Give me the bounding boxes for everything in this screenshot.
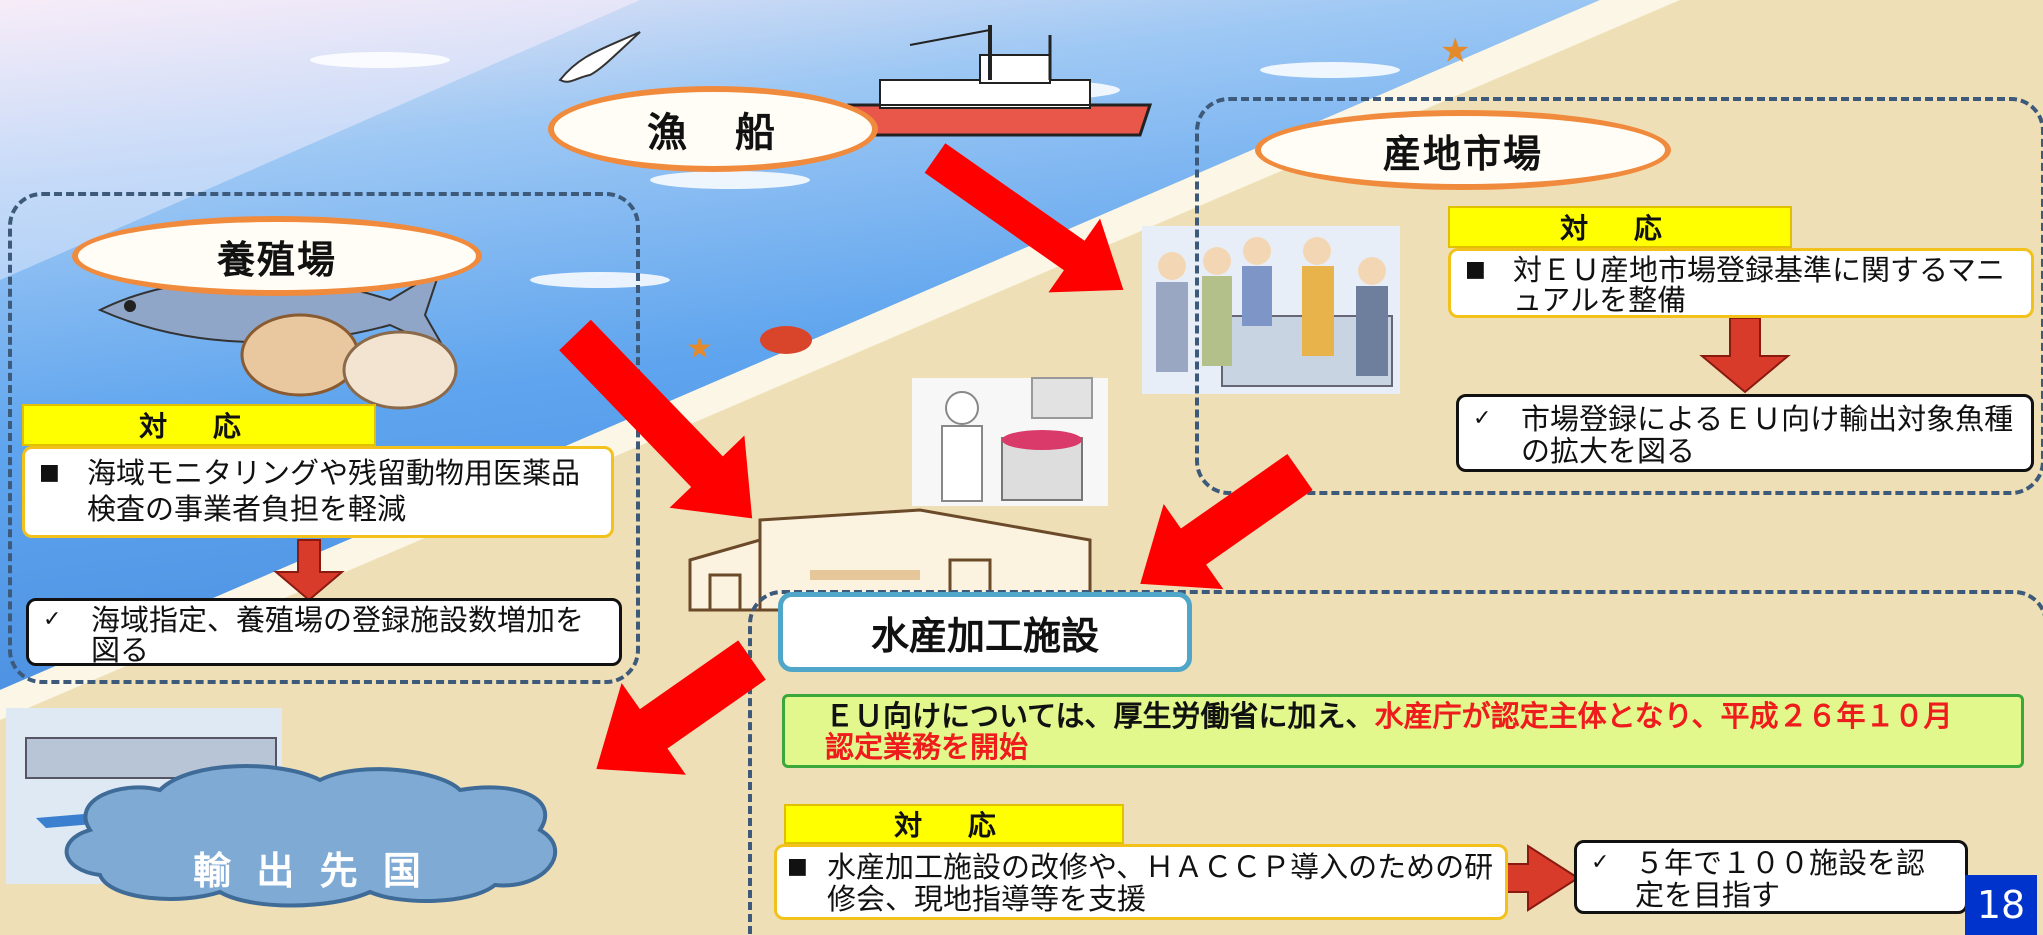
crab-icon [760, 326, 812, 354]
arrow-down-aquaculture [273, 539, 345, 602]
aquaculture-region [8, 192, 640, 684]
starfish-icon: ★ [1440, 31, 1470, 71]
processing-notice-highlight: 水産庁が認定主体となり、平成２６年１０月認定業務を開始 [825, 699, 1953, 764]
arrow-market-to-processing [1140, 453, 1313, 590]
arrow-boat-to-market [924, 143, 1124, 293]
arrow-processing-to-export [596, 640, 766, 775]
processing-goal-text: ５年で１００施設を認定を目指す [1635, 846, 1926, 912]
aquaculture-goal-box: ✓ 海域指定、養殖場の登録施設数増加を図る [26, 598, 622, 666]
fish-market-picture [1142, 226, 1400, 394]
market-region [1195, 97, 2043, 495]
aquaculture-measure-text: 海域モニタリングや残留動物用医薬品検査の事業者負担を軽減 [87, 456, 581, 526]
bullet-icon: ■ [39, 460, 60, 485]
market-goal-text: 市場登録によるＥＵ向け輸出対象魚種の拡大を図る [1521, 402, 2014, 468]
node-aquaculture: 養殖場 [72, 216, 482, 296]
check-icon: ✓ [43, 607, 62, 632]
export-country-cloud [64, 764, 557, 908]
market-tag: 対 応 [1448, 206, 1792, 248]
processing-tag: 対 応 [784, 804, 1124, 844]
processing-worker-picture [912, 377, 1108, 506]
market-measure-text: 対ＥＵ産地市場登録基準に関するマニュアルを整備 [1513, 253, 2005, 317]
processing-region [748, 590, 2043, 935]
node-processing: 水産加工施設 [778, 592, 1192, 672]
node-export-country: 輸 出 先 国 [193, 848, 427, 893]
bullet-icon: ■ [1465, 257, 1486, 282]
processing-notice-box: ＥＵ向けについては、厚生労働省に加え、水産庁が認定主体となり、平成２６年１０月認… [782, 694, 2024, 768]
bullet-icon: ■ [787, 854, 808, 879]
oyster-icon [342, 330, 458, 410]
fishing-boat-icon [847, 25, 1153, 137]
check-icon: ✓ [1591, 850, 1610, 875]
starfish-icon: ★ [686, 331, 713, 366]
aquaculture-tag: 対 応 [22, 404, 376, 446]
page-number-badge: 18 [1965, 875, 2037, 935]
arrow-aquaculture-to-processing [559, 319, 753, 519]
market-measure-box: ■ 対ＥＵ産地市場登録基準に関するマニュアルを整備 [1448, 248, 2034, 318]
node-production-market: 産地市場 [1255, 110, 1671, 190]
seagull-icon [558, 31, 641, 83]
node-fishing-boat: 漁 船 [548, 86, 878, 172]
processing-measure-box: ■ 水産加工施設の改修や、ＨＡＣＣＰ導入のための研修会、現地指導等を支援 [774, 844, 1508, 920]
aquaculture-goal-text: 海域指定、養殖場の登録施設数増加を図る [91, 603, 585, 667]
coastline [0, 0, 1680, 720]
check-icon: ✓ [1473, 406, 1492, 431]
market-goal-box: ✓ 市場登録によるＥＵ向け輸出対象魚種の拡大を図る [1456, 394, 2034, 472]
aquaculture-measure-box: ■ 海域モニタリングや残留動物用医薬品検査の事業者負担を軽減 [22, 446, 614, 538]
arrow-down-market [1699, 317, 1791, 394]
processing-goal-box: ✓ ５年で１００施設を認定を目指す [1574, 840, 1968, 914]
processing-notice-text: ＥＵ向けについては、厚生労働省に加え、 [825, 699, 1375, 733]
processing-measure-text: 水産加工施設の改修や、ＨＡＣＣＰ導入のための研修会、現地指導等を支援 [827, 850, 1494, 916]
factory-building-icon [688, 508, 1092, 612]
